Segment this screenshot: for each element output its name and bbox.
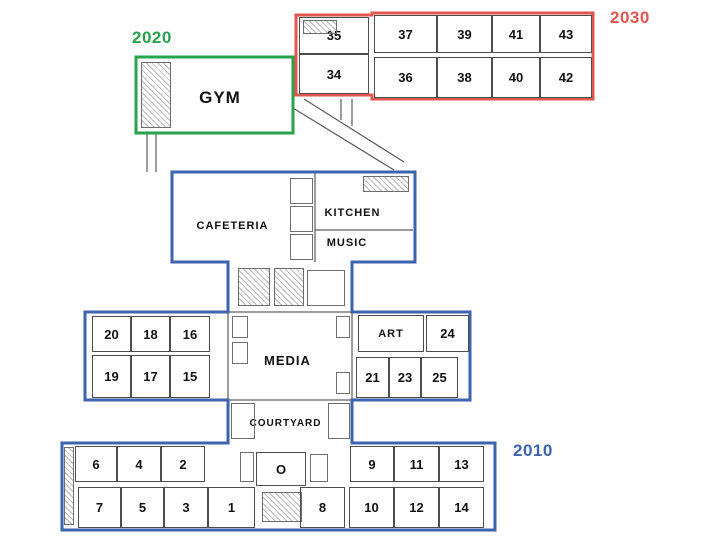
room-40: 40 [492, 57, 540, 98]
room-16: 16 [170, 316, 210, 352]
media-shelf-detail [232, 342, 248, 364]
stairs-detail [238, 268, 270, 306]
courtyard-label: COURTYARD [249, 418, 322, 429]
room-37: 37 [374, 15, 437, 53]
room-13: 13 [439, 446, 484, 482]
room-9: 9 [350, 446, 394, 482]
room-21: 21 [356, 357, 389, 398]
zone-label-2010: 2010 [513, 441, 553, 460]
service-room-detail [290, 234, 313, 260]
corridor-lines [146, 98, 413, 401]
courtyard-side-detail [328, 403, 350, 439]
room-7: 7 [78, 487, 121, 528]
room-18: 18 [131, 316, 170, 352]
media-shelf-detail [336, 372, 350, 394]
room-43: 43 [540, 15, 592, 53]
room-14: 14 [439, 487, 484, 528]
room-19: 19 [92, 355, 131, 398]
room-cafeteria-label: CAFETERIA [196, 220, 269, 232]
service-room-detail [290, 206, 313, 232]
storage-detail [307, 270, 345, 306]
room-4: 4 [117, 446, 161, 482]
room-10: 10 [349, 487, 394, 528]
room-36: 36 [374, 57, 437, 98]
zone-label-2030: 2030 [610, 8, 650, 27]
room-17: 17 [131, 355, 170, 398]
zone-label-2020: 2020 [132, 28, 172, 47]
room-art: ART [358, 315, 424, 352]
room-1: 1 [208, 487, 255, 528]
west-strip-detail [64, 447, 74, 525]
room-38: 38 [437, 57, 492, 98]
room-media-label: MEDIA [264, 352, 311, 368]
room-20: 20 [92, 316, 131, 352]
kitchen-equipment-detail [363, 176, 409, 192]
room-gym-label: GYM [199, 88, 241, 107]
room-3: 3 [164, 487, 208, 528]
media-shelf-detail [336, 316, 350, 338]
room-kitchen-label: KITCHEN [324, 207, 381, 219]
gym-equipment-detail [141, 62, 171, 128]
zone-2030-outline [294, 11, 595, 101]
room-5: 5 [121, 487, 164, 528]
office-side-detail [310, 454, 328, 482]
room-25: 25 [421, 357, 458, 398]
room-office: O [256, 452, 306, 486]
room-8: 8 [300, 487, 345, 528]
room-12: 12 [394, 487, 439, 528]
room-42: 42 [540, 57, 592, 98]
room-music-label: MUSIC [326, 237, 368, 249]
room-24: 24 [426, 315, 469, 352]
zone-2010-outline [60, 170, 497, 532]
room-11: 11 [394, 446, 439, 482]
room-15: 15 [170, 355, 210, 398]
room-39: 39 [437, 15, 492, 53]
room-41: 41 [492, 15, 540, 53]
media-shelf-detail [232, 316, 248, 338]
room-34: 34 [299, 54, 369, 94]
entrance-detail [262, 492, 302, 522]
service-room-detail [290, 178, 313, 204]
room-2: 2 [161, 446, 205, 482]
restroom-detail [274, 268, 304, 306]
zone-2020-outline [134, 55, 295, 135]
courtyard-side-detail [231, 403, 255, 439]
room-23: 23 [389, 357, 421, 398]
office-side-detail [240, 452, 254, 482]
room-6: 6 [75, 446, 117, 482]
restroom-fixtures-detail [303, 20, 337, 34]
